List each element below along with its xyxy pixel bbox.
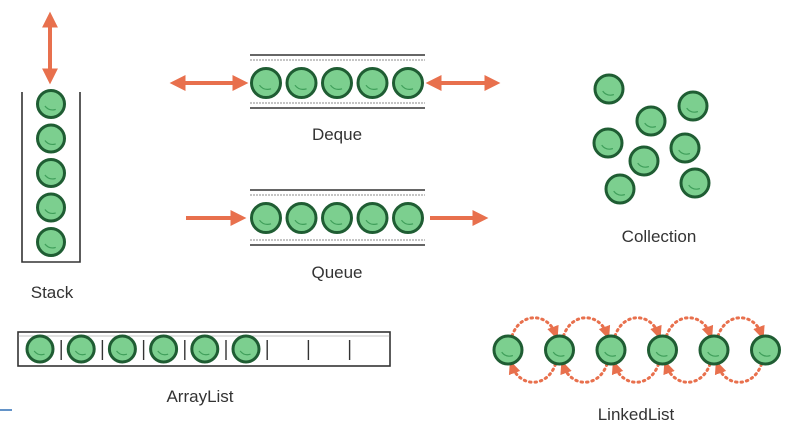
arraylist-element — [66, 334, 96, 364]
collection-element — [669, 132, 701, 164]
linkedlist-forward-link — [665, 316, 714, 340]
linkedlist-backward-link — [714, 360, 763, 384]
linkedlist-forward-link — [562, 316, 611, 340]
linkedlist-group: LinkedList — [492, 316, 781, 424]
arraylist-empty-cell — [350, 336, 391, 362]
linkedlist-forward-link — [510, 316, 559, 340]
collection-element — [677, 90, 709, 122]
linkedlist-elements — [492, 334, 781, 366]
queue-group: Queue — [186, 189, 489, 282]
queue-element — [392, 202, 424, 234]
linkedlist-forward-link — [716, 316, 765, 340]
linkedlist-node — [492, 334, 524, 366]
linkedlist-node — [698, 334, 730, 366]
queue-element — [285, 202, 318, 234]
collection-element — [593, 73, 625, 105]
collection-element — [604, 173, 636, 205]
linkedlist-backward-link — [508, 360, 557, 384]
arraylist-element — [149, 334, 179, 364]
queue-label: Queue — [311, 263, 362, 282]
stack-element — [36, 192, 66, 223]
deque-element — [250, 67, 282, 99]
stack-elements — [36, 89, 66, 257]
stack-element — [36, 227, 66, 257]
deque-elements — [250, 67, 424, 99]
arraylist-container — [17, 331, 391, 367]
deque-element — [285, 67, 318, 99]
linkedlist-backward-link — [663, 360, 712, 384]
deque-element — [321, 67, 353, 99]
arraylist-element — [190, 334, 220, 364]
linkedlist-node — [544, 334, 575, 366]
queue-element — [321, 202, 353, 234]
deque-group: Deque — [169, 54, 501, 144]
linkedlist-backward-link — [611, 360, 660, 384]
stack-container — [21, 92, 81, 263]
arraylist-element — [107, 334, 137, 364]
deque-element — [356, 67, 389, 99]
arraylist-group: ArrayList — [17, 331, 391, 406]
collection-elements — [592, 73, 711, 205]
arraylist-empty-cell — [267, 336, 308, 362]
linkedlist-node — [750, 334, 781, 366]
arraylist-element — [231, 334, 261, 364]
collection-element — [592, 127, 624, 159]
arraylist-element — [25, 334, 55, 364]
stack-element — [36, 123, 66, 154]
linkedlist-label: LinkedList — [598, 405, 675, 424]
linkedlist-node — [647, 334, 678, 366]
linkedlist-links — [508, 316, 765, 384]
stack-element — [36, 158, 66, 188]
collection-group: Collection — [592, 73, 711, 246]
linkedlist-forward-link — [613, 316, 662, 340]
arraylist-empty-cell — [308, 336, 349, 362]
collection-element — [635, 105, 667, 137]
stack-element — [36, 89, 66, 119]
deque-element — [392, 67, 424, 99]
collection-element — [628, 145, 660, 177]
queue-elements — [250, 202, 424, 234]
linkedlist-node — [595, 334, 627, 366]
linkedlist-backward-link — [560, 360, 609, 384]
stack-label: Stack — [31, 283, 74, 302]
stack-group: Stack — [21, 11, 81, 302]
collection-label: Collection — [622, 227, 697, 246]
queue-element — [250, 202, 282, 234]
deque-label: Deque — [312, 125, 362, 144]
collection-element — [679, 167, 711, 199]
queue-element — [356, 202, 389, 234]
arraylist-label: ArrayList — [166, 387, 233, 406]
arraylist-elements — [25, 334, 391, 364]
